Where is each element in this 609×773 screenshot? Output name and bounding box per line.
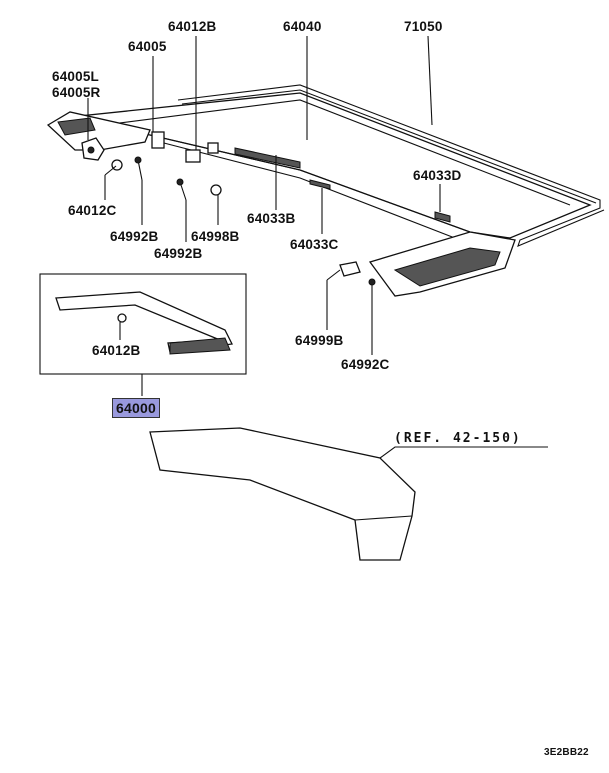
reference-panel bbox=[149, 427, 548, 561]
leader-lines bbox=[87, 35, 441, 355]
weatherstrip-71050 bbox=[177, 84, 605, 247]
fasteners bbox=[111, 156, 376, 300]
label-64033B: 64033B bbox=[247, 211, 296, 226]
label-64033C: 64033C bbox=[290, 237, 339, 252]
label-64992C: 64992C bbox=[341, 357, 390, 372]
label-64992B-mid: 64992B bbox=[154, 246, 203, 261]
trim-64033D bbox=[434, 211, 451, 223]
label-reference: (REF. 42-150) bbox=[394, 431, 522, 446]
bracket-64005 bbox=[151, 131, 165, 149]
bumper-ref-42-150 bbox=[149, 427, 416, 561]
label-64012B-inset: 64012B bbox=[92, 343, 141, 358]
trim-64033B bbox=[234, 147, 301, 169]
label-64005L: 64005L bbox=[52, 69, 99, 84]
label-64012C: 64012C bbox=[68, 203, 117, 218]
inset-box bbox=[39, 273, 247, 396]
spoiler-64000 bbox=[55, 291, 233, 353]
trim-64033C bbox=[309, 179, 331, 190]
clip-64012B bbox=[185, 149, 201, 163]
spoiler-assembly bbox=[46, 84, 605, 297]
label-64033D: 64033D bbox=[413, 168, 462, 183]
label-64005R: 64005R bbox=[52, 85, 101, 100]
label-64992B-left: 64992B bbox=[110, 229, 159, 244]
label-64005: 64005 bbox=[128, 39, 167, 54]
label-64998B: 64998B bbox=[191, 229, 240, 244]
label-71050: 71050 bbox=[404, 19, 443, 34]
clip-64999B bbox=[339, 261, 361, 277]
bolt-64998B bbox=[210, 184, 222, 196]
label-64999B: 64999B bbox=[295, 333, 344, 348]
label-64000-highlighted[interactable]: 64000 bbox=[112, 398, 160, 418]
label-64040: 64040 bbox=[283, 19, 322, 34]
label-64012B-top: 64012B bbox=[168, 19, 217, 34]
nut-64012B-inset bbox=[117, 313, 127, 323]
inset-frame bbox=[39, 273, 247, 375]
diagram-code: 3E2BB22 bbox=[544, 747, 589, 758]
